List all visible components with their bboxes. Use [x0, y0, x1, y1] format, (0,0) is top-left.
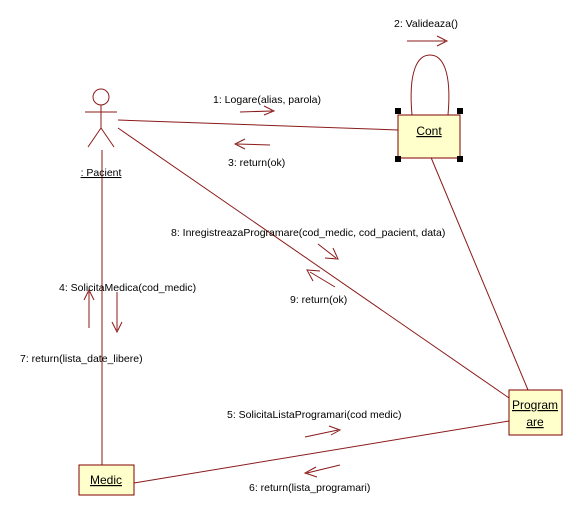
arrowhead-m2: [436, 35, 449, 47]
message-label-9: 9: return(ok): [290, 294, 347, 306]
link-pacient-programare[interactable]: [117, 127, 513, 401]
arrow-m8: [317, 243, 337, 259]
arrowhead-m4: [111, 321, 123, 334]
arrowhead-m6: [303, 466, 318, 478]
selection-handles: [395, 108, 463, 162]
object-programare-name-line1: Program: [512, 398, 558, 412]
link-cont-programare[interactable]: [429, 154, 529, 391]
handle-top-left[interactable]: [395, 108, 401, 114]
message-label-1: 1: Logare(alias, parola): [213, 94, 321, 106]
handle-bottom-right[interactable]: [457, 156, 463, 162]
actor-right-leg: [100, 127, 115, 148]
message-label-6: 6: return(lista_programari): [249, 482, 370, 494]
object-medic-box[interactable]: [78, 464, 135, 496]
object-cont-box[interactable]: [397, 114, 461, 159]
association-links: [101, 54, 529, 484]
arrow-m3: [236, 143, 271, 146]
object-medic-name: Medic: [90, 473, 122, 487]
object-programare-name-line2: are: [526, 415, 544, 429]
message-label-2: 2: Valideaza(): [394, 18, 458, 30]
message-label-5: 5: SolicitaListaProgramari(cod medic): [227, 409, 401, 421]
actor-name: : Pacient: [81, 167, 122, 179]
object-programare-box[interactable]: [508, 389, 563, 436]
arrowhead-m3: [233, 138, 246, 150]
handle-top-right[interactable]: [457, 108, 463, 114]
message-label-3: 3: return(ok): [228, 157, 285, 169]
message-label-8: 8: InregistreazaProgramare(cod_medic, co…: [171, 227, 445, 239]
arrow-m1: [239, 110, 273, 113]
actor-left-leg: [87, 127, 102, 148]
arrowhead-m8: [324, 247, 339, 260]
arrowhead-m7: [83, 288, 95, 301]
message-arrows: [83, 35, 449, 478]
message-label-7: 7: return(lista_date_libere): [20, 353, 143, 365]
arrowhead-m9: [306, 269, 321, 282]
actor-head: [92, 88, 110, 106]
arrow-m5: [304, 429, 339, 438]
object-cont-name: Cont: [416, 124, 442, 138]
arrow-m6: [306, 464, 341, 474]
link-pacient-cont[interactable]: [117, 119, 399, 131]
handle-bottom-left[interactable]: [395, 156, 401, 162]
message-label-4: 4: SolicitaMedica(cod_medic): [59, 282, 196, 294]
arrowhead-m1: [263, 105, 276, 116]
self-link-cont[interactable]: [410, 54, 450, 116]
arrow-m9: [309, 271, 336, 288]
actor-pacient[interactable]: [85, 88, 117, 148]
link-medic-programare[interactable]: [133, 420, 510, 484]
arrowhead-m5: [328, 425, 342, 436]
